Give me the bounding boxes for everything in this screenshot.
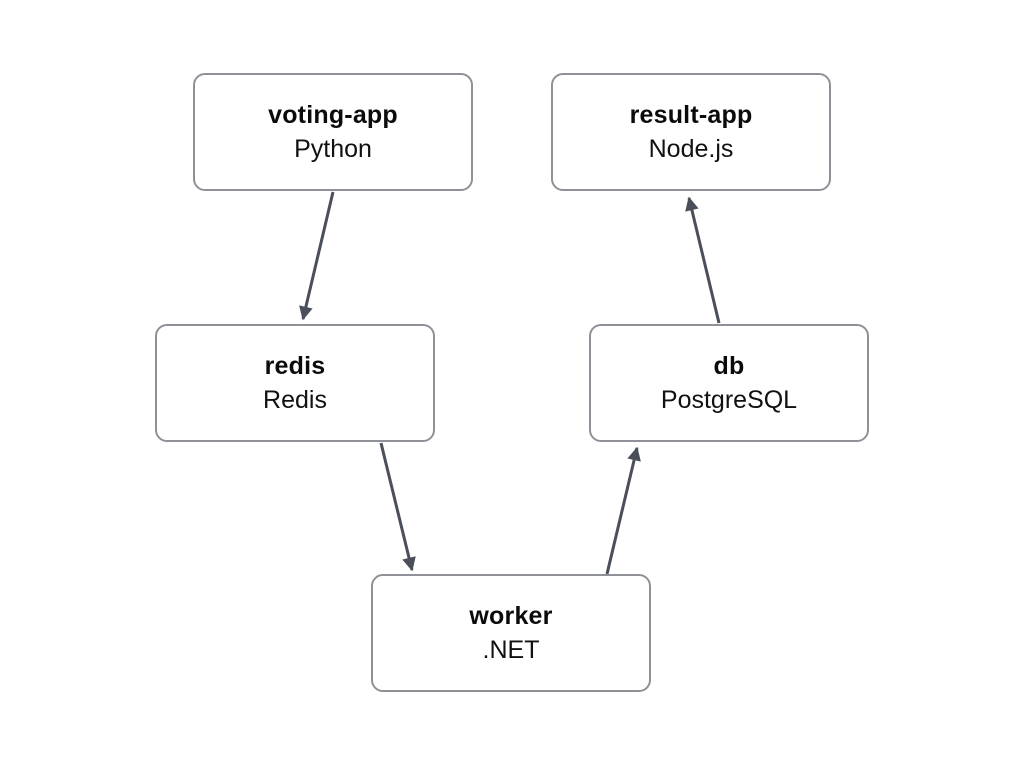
node-subtitle: Redis: [263, 386, 327, 414]
node-title: result-app: [629, 101, 753, 129]
edge-db-to-result-app: [685, 196, 721, 324]
diagram-node-db: db PostgreSQL: [589, 324, 869, 442]
diagram-node-worker: worker .NET: [371, 574, 651, 692]
edge-voting-app-to-redis: [299, 191, 335, 321]
node-title: worker: [469, 602, 553, 630]
node-subtitle: Node.js: [648, 135, 734, 163]
node-title: db: [713, 352, 745, 380]
diagram-node-result-app: result-app Node.js: [551, 73, 831, 191]
node-subtitle: Python: [294, 135, 372, 163]
node-title: redis: [264, 352, 326, 380]
node-title: voting-app: [268, 101, 398, 129]
node-subtitle: PostgreSQL: [660, 386, 798, 414]
diagram-node-redis: redis Redis: [155, 324, 435, 442]
edge-worker-to-db: [605, 446, 641, 575]
node-subtitle: .NET: [482, 636, 540, 664]
diagram-node-voting-app: voting-app Python: [193, 73, 473, 191]
edge-redis-to-worker: [379, 442, 416, 572]
